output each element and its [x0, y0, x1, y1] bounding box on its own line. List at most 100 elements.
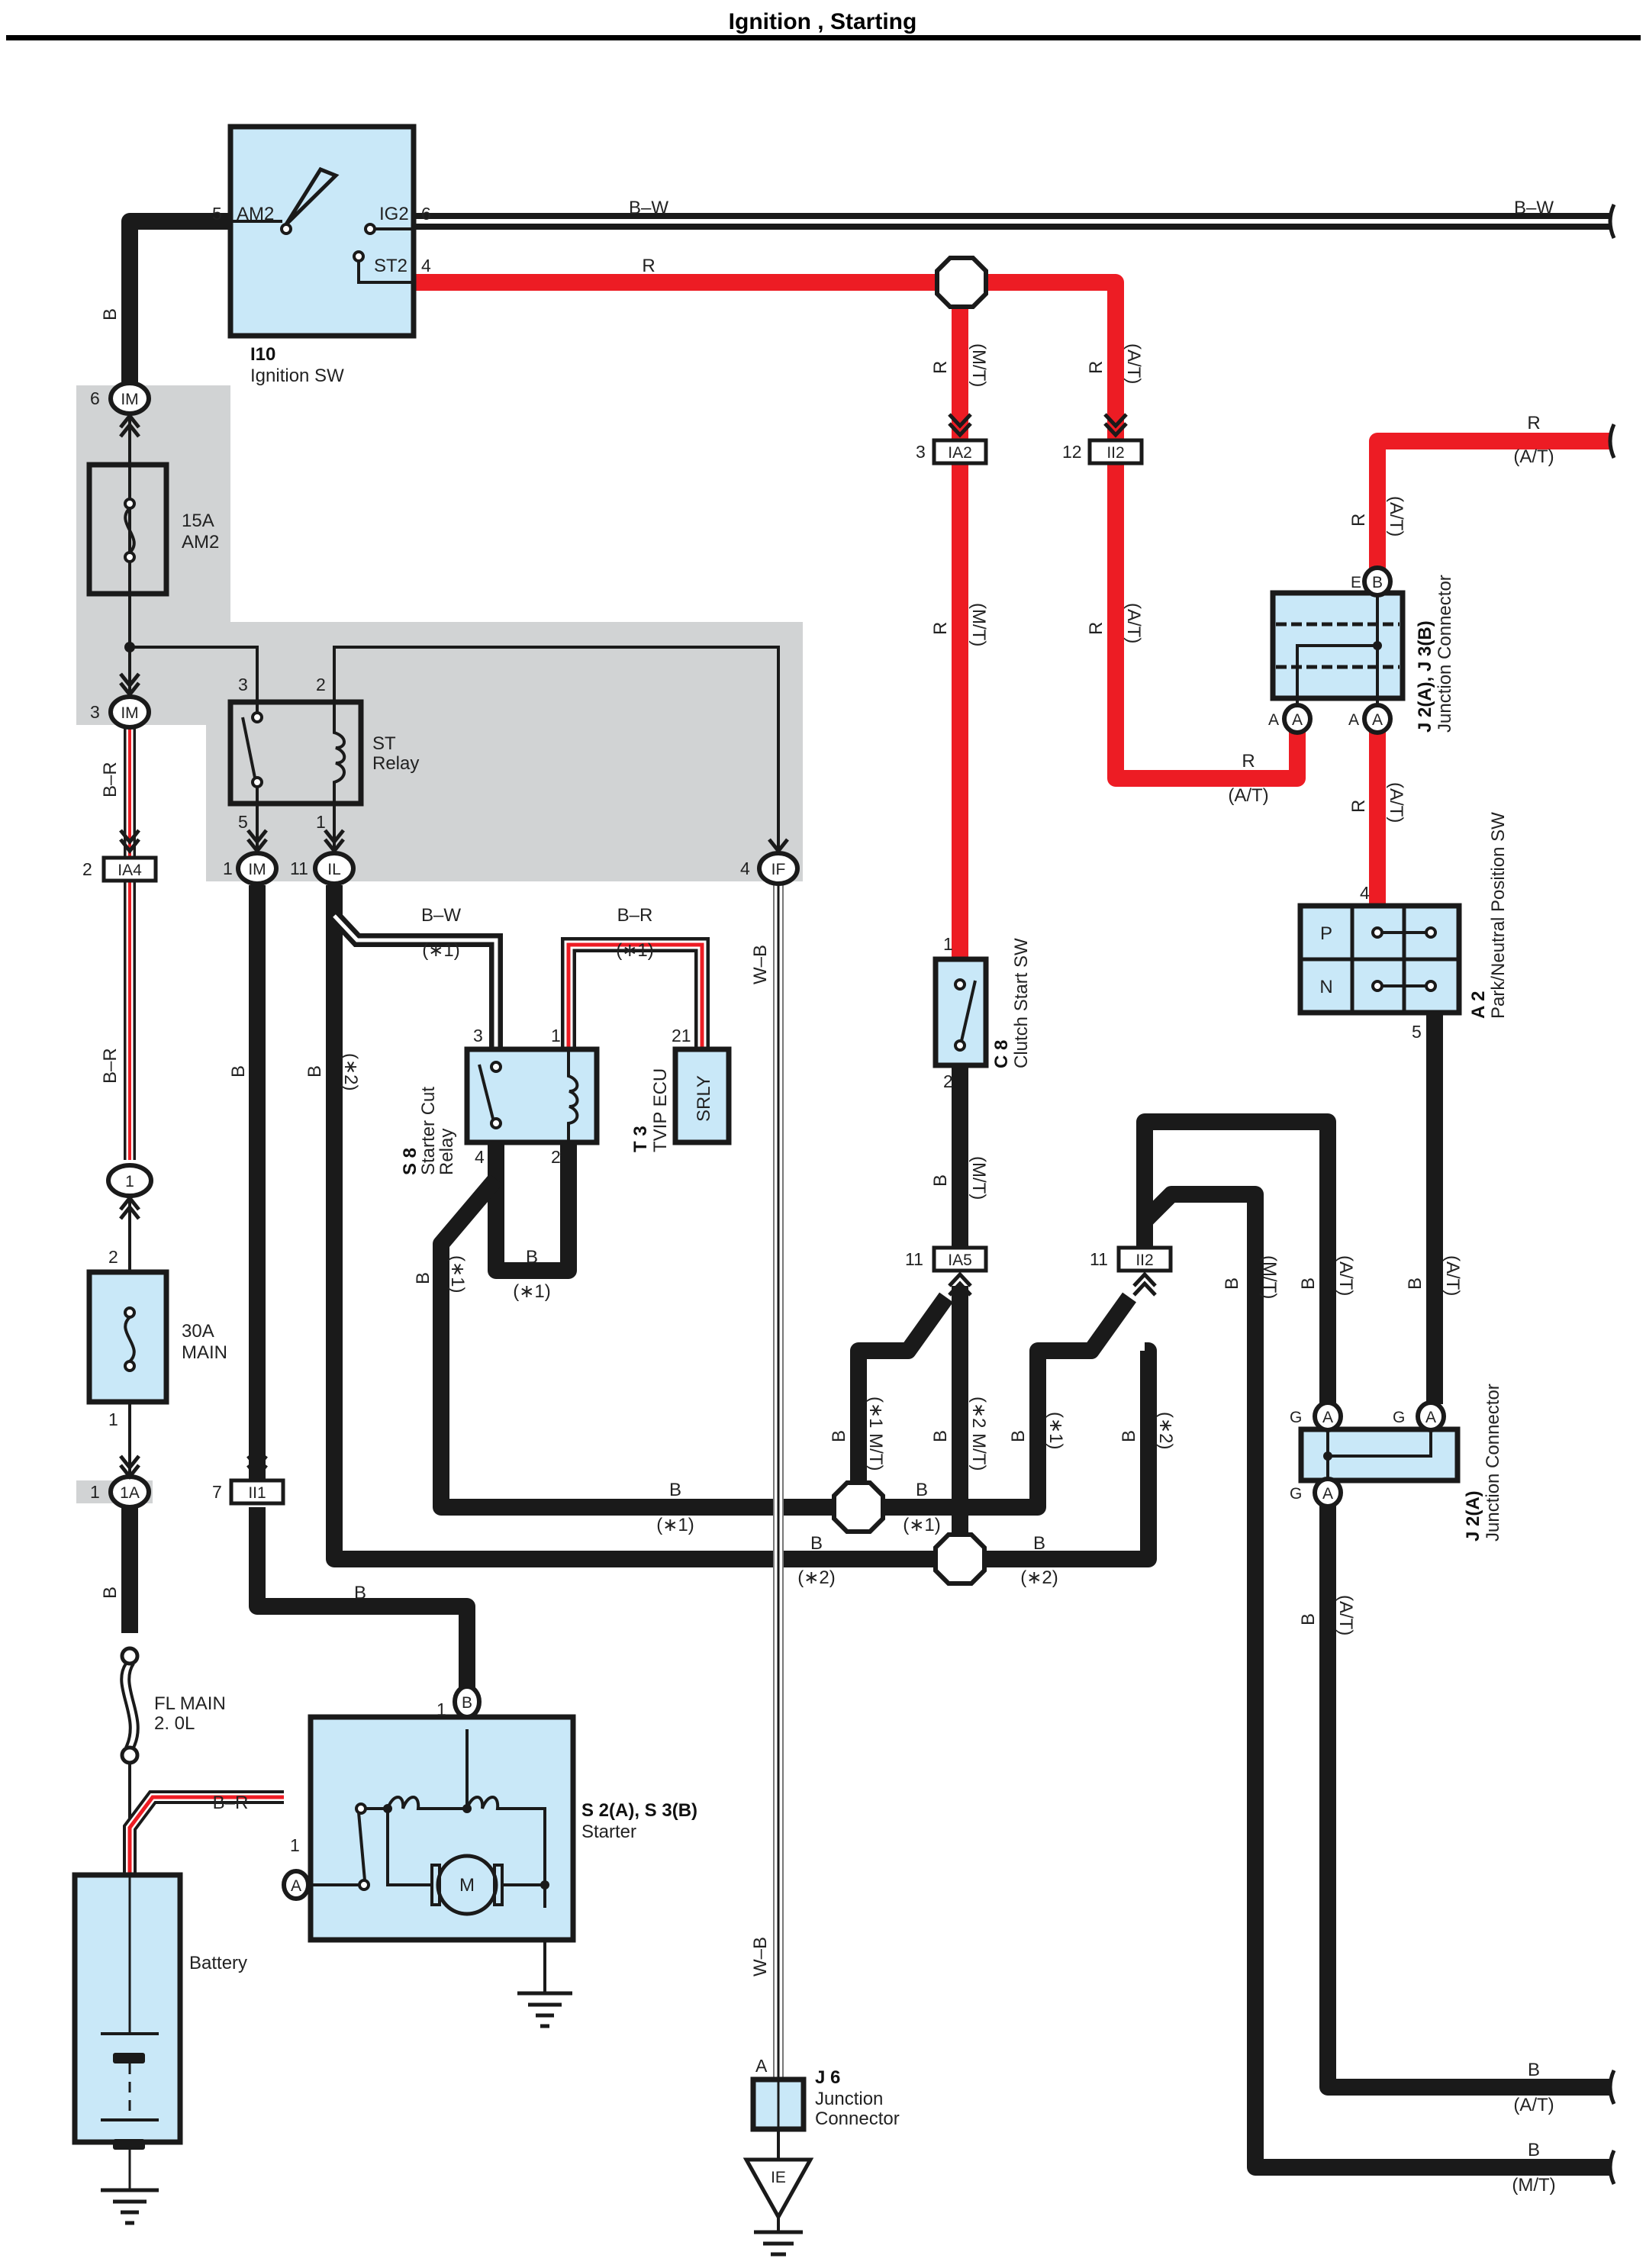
svg-text:B: B — [1298, 1277, 1319, 1290]
svg-text:B: B — [526, 1247, 538, 1268]
svg-text:B–R: B–R — [100, 1048, 121, 1084]
svg-text:P: P — [1320, 923, 1332, 944]
svg-text:S 8: S 8 — [400, 1148, 420, 1175]
wire-b-s8-s1 — [433, 1173, 858, 1516]
svg-text:B: B — [916, 1480, 928, 1500]
svg-text:30A: 30A — [182, 1321, 214, 1342]
svg-text:6: 6 — [90, 388, 100, 408]
svg-text:B: B — [1372, 574, 1383, 591]
svg-text:1A: 1A — [120, 1484, 140, 1502]
svg-text:(∗1): (∗1) — [903, 1515, 940, 1535]
st-relay: 3 2 5 1 ST Relay — [227, 675, 419, 832]
connector-1a: 1A 1 — [90, 1474, 151, 1509]
ignition-switch: AM2 IG2 ST2 5 6 4 I10 Ignition SW — [212, 124, 431, 386]
svg-text:(M/T): (M/T) — [1259, 1255, 1280, 1299]
title-rule — [6, 35, 1641, 40]
svg-text:B: B — [100, 308, 121, 321]
svg-text:15A: 15A — [182, 511, 214, 531]
svg-text:R: R — [930, 361, 951, 374]
svg-text:R: R — [1242, 751, 1255, 772]
svg-text:B: B — [829, 1430, 849, 1442]
svg-text:6: 6 — [421, 204, 431, 224]
wire-b-il-s2 — [326, 885, 1157, 1567]
svg-text:B–R: B–R — [100, 762, 121, 797]
svg-text:(∗1): (∗1) — [616, 940, 653, 961]
svg-text:4: 4 — [475, 1147, 485, 1167]
svg-text:A: A — [1322, 1409, 1333, 1426]
motor-symbol: M — [459, 1875, 475, 1896]
svg-text:(∗2): (∗2) — [1155, 1412, 1176, 1449]
svg-text:(A/T): (A/T) — [1335, 1595, 1356, 1635]
svg-text:R: R — [1527, 413, 1540, 433]
j2a-connector-3: A — [1313, 1477, 1343, 1509]
svg-text:1: 1 — [943, 934, 953, 954]
svg-text:B: B — [930, 1174, 951, 1187]
svg-text:A: A — [1425, 1409, 1436, 1426]
fuse-am2: 15A AM2 — [86, 462, 219, 597]
svg-text:2: 2 — [551, 1147, 561, 1167]
svg-text:(∗1): (∗1) — [656, 1515, 694, 1535]
svg-text:W–B: W–B — [750, 1937, 771, 1976]
svg-text:B: B — [1008, 1430, 1029, 1442]
svg-text:11: 11 — [290, 859, 308, 878]
wire-r-ii2-j2 — [1107, 464, 1306, 787]
wire-b-ii2-at — [1139, 1186, 1610, 2176]
svg-text:G: G — [1290, 1485, 1302, 1503]
svg-text:2: 2 — [316, 675, 326, 694]
wire-r-at-out — [1369, 433, 1610, 580]
page-title: Ignition , Starting — [729, 9, 917, 34]
svg-text:II1: II1 — [248, 1484, 266, 1502]
svg-text:(M/T): (M/T) — [968, 603, 989, 646]
svg-text:R: R — [1086, 361, 1106, 374]
svg-text:(A/T): (A/T) — [1386, 496, 1406, 536]
svg-text:R: R — [1348, 800, 1369, 813]
svg-text:R: R — [642, 256, 655, 276]
svg-text:12: 12 — [1062, 442, 1082, 462]
svg-text:B–R: B–R — [213, 1793, 249, 1813]
svg-text:A: A — [1372, 711, 1383, 729]
svg-text:5: 5 — [238, 812, 248, 832]
svg-text:(∗1): (∗1) — [447, 1255, 468, 1293]
svg-text:B: B — [304, 1065, 325, 1078]
svg-text:B: B — [413, 1272, 433, 1284]
svg-text:IA5: IA5 — [948, 1252, 972, 1269]
starter-connector-a: A — [282, 1869, 311, 1901]
wire-b-am2 — [121, 213, 230, 385]
svg-text:B: B — [1528, 2060, 1540, 2080]
svg-text:IM: IM — [248, 861, 266, 878]
svg-text:(A/T): (A/T) — [1513, 2095, 1554, 2115]
svg-text:R: R — [930, 622, 951, 635]
svg-text:(A/T): (A/T) — [1123, 603, 1144, 643]
svg-text:(M/T): (M/T) — [968, 343, 989, 387]
wire-r-st2 — [414, 274, 1124, 439]
svg-text:B: B — [1222, 1277, 1242, 1290]
svg-text:(A/T): (A/T) — [1123, 343, 1144, 384]
svg-text:Junction: Junction — [815, 2089, 883, 2109]
svg-text:2: 2 — [82, 859, 92, 879]
svg-text:Starter Cut: Starter Cut — [418, 1087, 439, 1175]
connector-ii2-top: II2 12 — [1062, 438, 1144, 466]
svg-text:1: 1 — [90, 1482, 100, 1502]
j2j3-connector-b: B — [1362, 565, 1393, 598]
svg-text:B: B — [669, 1480, 681, 1500]
wire-bw-il-s8 — [329, 910, 503, 1049]
splice-r — [935, 256, 988, 309]
svg-text:W–B: W–B — [750, 945, 771, 984]
starter: M S 2(A), S 3(B) Starter 1 1 — [290, 1699, 697, 2028]
svg-text:IM: IM — [121, 391, 138, 408]
svg-text:4: 4 — [740, 859, 750, 878]
component-code: I10 — [250, 344, 275, 365]
svg-text:1: 1 — [108, 1409, 118, 1429]
svg-text:IA4: IA4 — [118, 862, 142, 879]
svg-text:A: A — [1292, 711, 1303, 729]
connector-ia4: IA4 2 — [82, 855, 158, 883]
starter-cut-relay: 3 1 4 2 S 8 Starter Cut Relay — [400, 1026, 600, 1175]
svg-text:TVIP ECU: TVIP ECU — [650, 1068, 671, 1152]
connector-ia5: IA5 11 — [905, 1245, 988, 1273]
svg-text:(∗1): (∗1) — [1045, 1412, 1066, 1449]
connector-il: IL 11 — [290, 851, 356, 886]
svg-text:4: 4 — [1360, 883, 1370, 903]
svg-text:Relay: Relay — [436, 1129, 457, 1175]
j2j3-connector-a2: A — [1362, 703, 1393, 735]
svg-text:11: 11 — [1090, 1249, 1108, 1269]
